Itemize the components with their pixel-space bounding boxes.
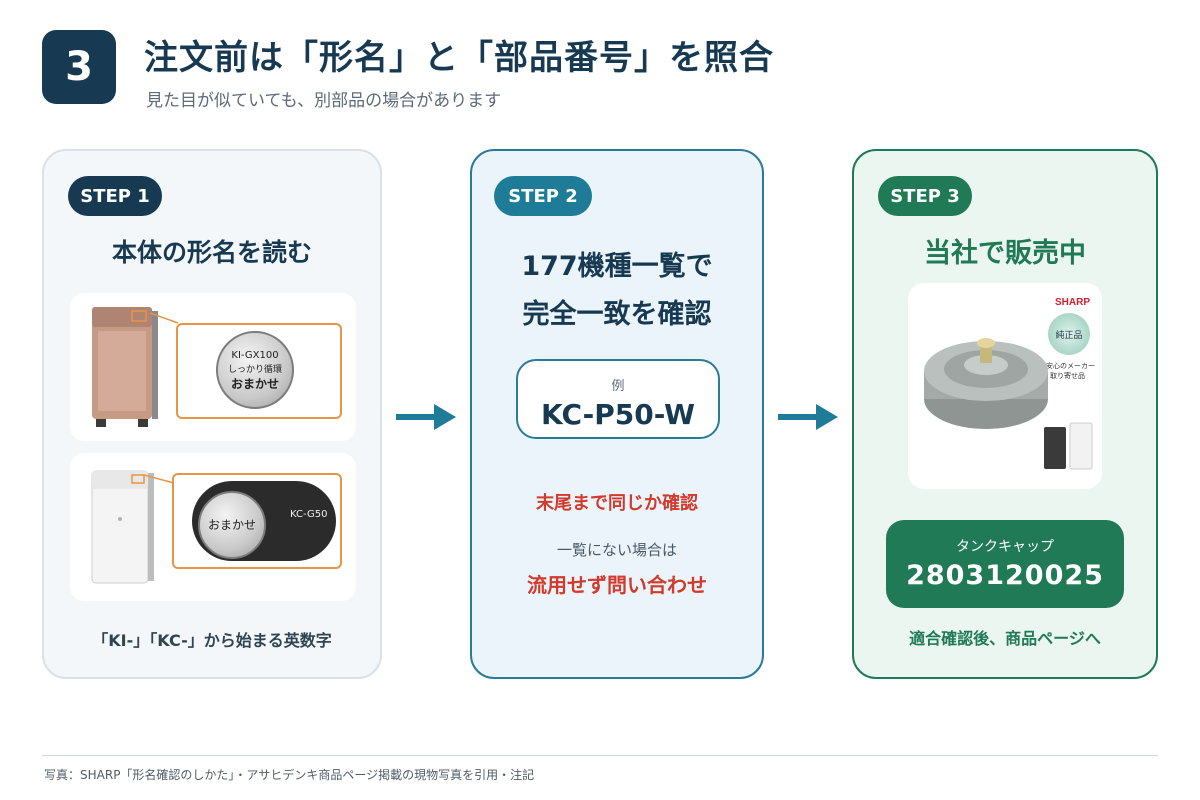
- warning-contact: 流用せず問い合わせ: [527, 573, 707, 597]
- step3-pill: STEP 3: [878, 176, 972, 216]
- step1-footer: 「KI-」「KC-」から始まる英数字: [92, 631, 332, 650]
- part-label: タンクキャップ: [956, 539, 1054, 555]
- badge-mode-line-2: おまかせ: [230, 377, 279, 391]
- page-subtitle: 見た目が似ていても、別部品の場合があります: [146, 91, 502, 111]
- tank-cap-image: [924, 338, 1048, 429]
- model-callout-1: KI-GX100 しっかり循環 おまかせ: [176, 323, 342, 419]
- step3-footer: 適合確認後、商品ページへ: [909, 629, 1101, 648]
- part-number-box: タンクキャップ 2803120025: [886, 520, 1124, 608]
- example-model-box: 例 KC-P50-W: [516, 359, 720, 439]
- step3-card: STEP 3 当社で販売中 SHARP 純正品 安心のメーカー 取り寄せ品 タン…: [852, 149, 1158, 679]
- section-number: 3: [65, 44, 93, 90]
- badge-mode-line-1: しっかり循環: [227, 365, 282, 375]
- step1-card: STEP 1 本体の形名を読む KI-GX100 しっかり循環 おまかせ: [42, 149, 382, 679]
- genuine-label: 純正品: [1055, 330, 1083, 341]
- model-photo-tile-2: KC-G50 おまかせ: [70, 453, 356, 601]
- photo-credit: 写真：SHARP「形名確認のしかた」・アサヒデンキ商品ページ掲載の現物写真を引用…: [44, 768, 535, 782]
- tag-line-2: 取り寄せ品: [1050, 372, 1085, 380]
- part-number: 2803120025: [906, 560, 1104, 591]
- air-purifier-pink-image: [92, 307, 158, 427]
- badge-model-name-2: KC-G50: [290, 509, 328, 520]
- example-label: 例: [611, 379, 625, 394]
- warning-suffix-check: 末尾まで同じか確認: [536, 493, 698, 514]
- page-title: 注文前は「形名」と「部品番号」を照合: [144, 38, 774, 78]
- air-purifier-white-image: [91, 470, 154, 584]
- step1-pill: STEP 1: [68, 176, 162, 216]
- model-badge-2: おまかせ: [198, 491, 266, 559]
- model-callout-2: KC-G50 おまかせ: [172, 473, 342, 569]
- not-listed-note: 一覧にない場合は: [556, 541, 677, 559]
- footer-divider: [42, 755, 1158, 756]
- step2-heading-line1: 177機種一覧で: [521, 251, 713, 282]
- step1-heading: 本体の形名を読む: [111, 238, 312, 267]
- tag-line-1: 安心のメーカー: [1046, 362, 1095, 370]
- callout-connector-1: [150, 312, 179, 324]
- arrow-right-icon: [778, 404, 838, 430]
- section-number-badge: 3: [42, 30, 116, 104]
- model-photo-tile-1: KI-GX100 しっかり循環 おまかせ: [70, 293, 356, 441]
- badge-mode-2: おまかせ: [207, 518, 256, 532]
- step2-heading-line2: 完全一致を確認: [522, 299, 712, 330]
- step3-heading: 当社で販売中: [924, 238, 1086, 269]
- brand-logo: SHARP: [1054, 297, 1090, 308]
- callout-connector-2: [144, 474, 175, 484]
- step2-heading: 177機種一覧で 完全一致を確認: [472, 243, 762, 339]
- badge-model-name-1: KI-GX100: [231, 350, 279, 361]
- arrow-right-icon: [396, 404, 456, 430]
- step2-pill: STEP 2: [494, 176, 592, 216]
- genuine-badge: 純正品: [1048, 313, 1090, 355]
- step2-card: STEP 2 177機種一覧で 完全一致を確認 例 KC-P50-W 末尾まで同…: [470, 149, 764, 679]
- purifier-units-image: [1044, 422, 1093, 470]
- model-badge-1: KI-GX100 しっかり循環 おまかせ: [216, 331, 294, 409]
- product-photo: SHARP 純正品 安心のメーカー 取り寄せ品: [908, 283, 1102, 489]
- example-model-value: KC-P50-W: [541, 398, 695, 431]
